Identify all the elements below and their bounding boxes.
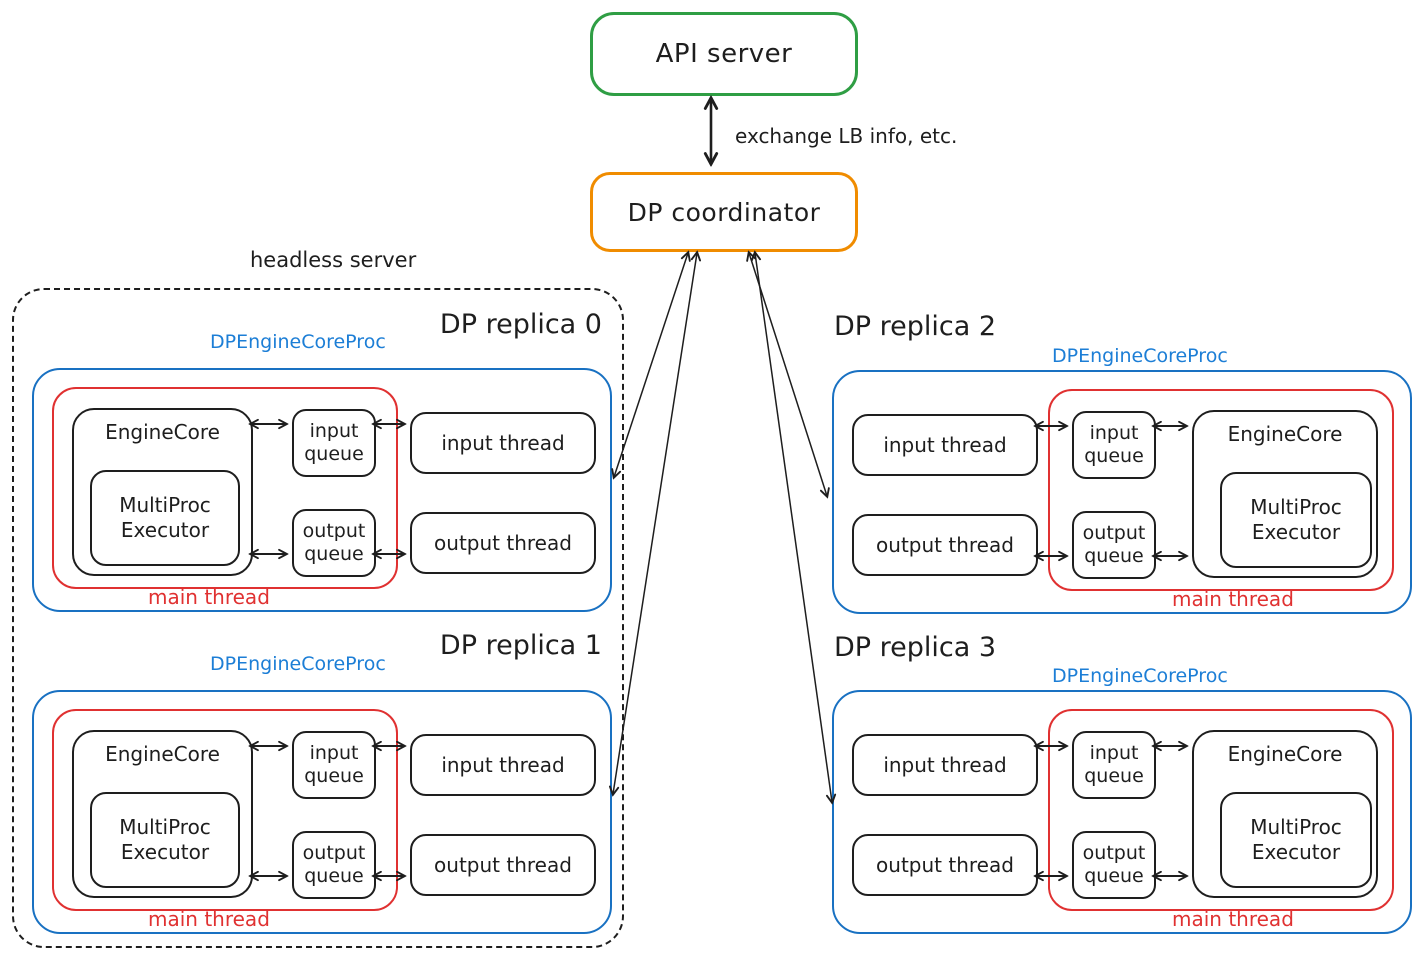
replica-3-title: DP replica 3 [834, 632, 997, 663]
replica-2-title: DP replica 2 [834, 311, 997, 342]
multiproc-executor-box: MultiProc Executor [90, 792, 240, 888]
replica-1-main-thread-label: main thread [148, 907, 270, 931]
replica-1-title: DP replica 1 [439, 630, 602, 661]
arrow-coordinator-replica-0 [614, 253, 688, 477]
output-queue-box: output queue [292, 831, 376, 899]
multiproc-executor-box: MultiProc Executor [90, 470, 240, 566]
engine-core-label: EngineCore [1227, 422, 1343, 446]
output-thread-box: output thread [410, 512, 596, 574]
output-thread-box: output thread [852, 514, 1038, 576]
replica-0-title: DP replica 0 [439, 309, 602, 340]
exchange-note: exchange LB info, etc. [735, 124, 958, 148]
replica-0-engine-core-box: EngineCore MultiProc Executor [72, 408, 253, 576]
input-queue-box: input queue [292, 731, 376, 799]
engine-core-label: EngineCore [1227, 742, 1343, 766]
replica-2-main-thread-label: main thread [1172, 587, 1294, 611]
replica-0-box: EngineCore MultiProc Executor input queu… [32, 368, 612, 612]
replica-3-box: EngineCore MultiProc Executor input queu… [832, 690, 1412, 934]
replica-1-proc-label: DPEngineCoreProc [210, 653, 386, 675]
output-thread-box: output thread [410, 834, 596, 896]
replica-2-proc-label: DPEngineCoreProc [1052, 345, 1228, 367]
arrow-coordinator-replica-1 [613, 253, 697, 794]
replica-2-engine-core-box: EngineCore MultiProc Executor [1192, 410, 1378, 578]
replica-3-main-thread-label: main thread [1172, 907, 1294, 931]
replica-0-main-thread-label: main thread [148, 585, 270, 609]
engine-core-label: EngineCore [105, 742, 220, 766]
replica-3-main-thread-frame [1048, 709, 1394, 911]
arrow-coordinator-replica-3 [755, 253, 832, 802]
replica-1-box: EngineCore MultiProc Executor input queu… [32, 690, 612, 934]
output-queue-box: output queue [292, 509, 376, 577]
dp-coordinator-node: DP coordinator [590, 172, 858, 252]
headless-server-label: headless server [250, 248, 417, 272]
multiproc-executor-box: MultiProc Executor [1220, 792, 1372, 888]
engine-core-label: EngineCore [105, 420, 220, 444]
input-queue-box: input queue [1072, 731, 1156, 799]
input-thread-box: input thread [410, 734, 596, 796]
input-queue-box: input queue [1072, 411, 1156, 479]
input-thread-box: input thread [852, 414, 1038, 476]
input-queue-box: input queue [292, 409, 376, 477]
api-server-label: API server [655, 39, 793, 69]
replica-3-engine-core-box: EngineCore MultiProc Executor [1192, 730, 1378, 898]
replica-1-engine-core-box: EngineCore MultiProc Executor [72, 730, 253, 898]
output-thread-box: output thread [852, 834, 1038, 896]
input-thread-box: input thread [852, 734, 1038, 796]
replica-0-proc-label: DPEngineCoreProc [210, 331, 386, 353]
replica-2-main-thread-frame [1048, 389, 1394, 591]
api-server-node: API server [590, 12, 858, 96]
input-thread-box: input thread [410, 412, 596, 474]
output-queue-box: output queue [1072, 831, 1156, 899]
dp-coordinator-label: DP coordinator [627, 197, 821, 227]
multiproc-executor-box: MultiProc Executor [1220, 472, 1372, 568]
arrow-coordinator-replica-2 [749, 253, 827, 496]
replica-2-box: EngineCore MultiProc Executor input queu… [832, 370, 1412, 614]
replica-3-proc-label: DPEngineCoreProc [1052, 665, 1228, 687]
output-queue-box: output queue [1072, 511, 1156, 579]
replica-0-main-thread-frame [52, 387, 398, 589]
replica-1-main-thread-frame [52, 709, 398, 911]
